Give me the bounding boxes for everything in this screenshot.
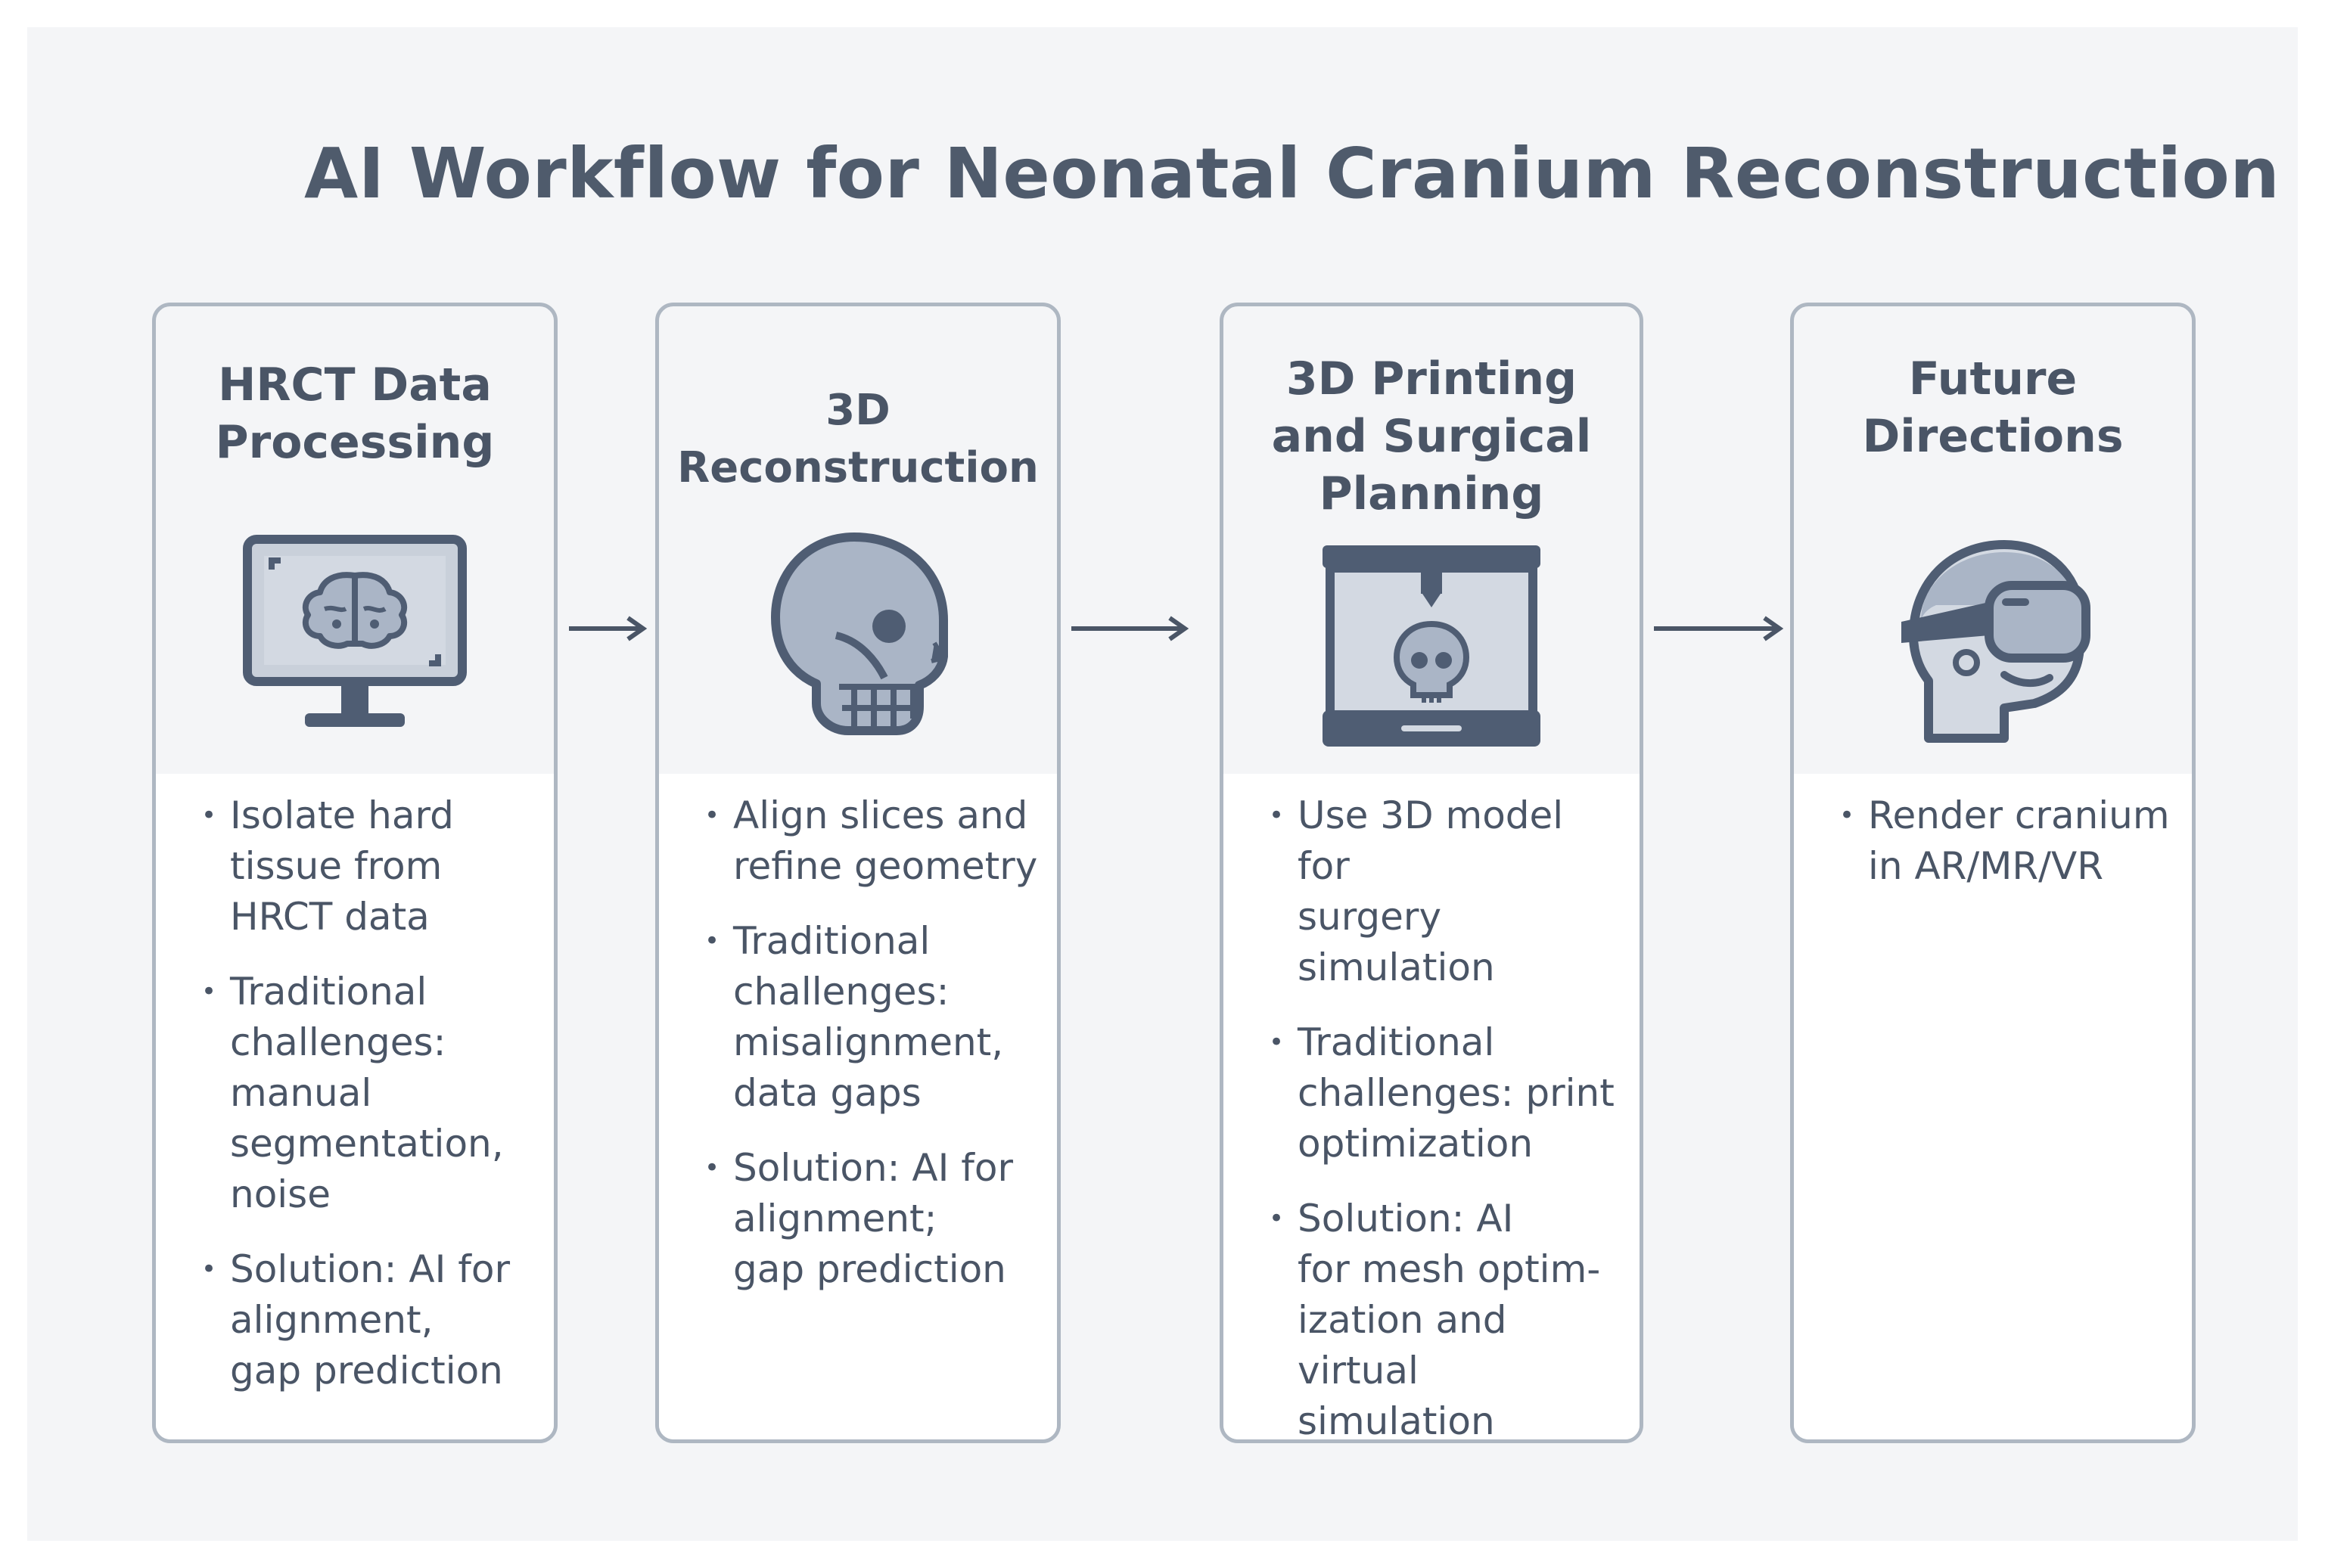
stage-bullets: Render cranium in AR/MR/VR xyxy=(1794,790,2192,916)
diagram-title: AI Workflow for Neonatal Cranium Reconst… xyxy=(304,133,2280,214)
bullet-item: Solution: AI for mesh optim- ization and… xyxy=(1269,1194,1624,1439)
monitor-brain-icon xyxy=(243,535,467,727)
bullet-item: Solution: AI for alignment; gap predicti… xyxy=(704,1143,1042,1295)
skull-icon xyxy=(771,532,948,735)
bullet-item: Traditional challenges: manual segmentat… xyxy=(201,967,539,1220)
stage-card-hrct: HRCT Data Processing Isolate xyxy=(152,303,558,1443)
stage-title: HRCT Data Processing xyxy=(215,359,495,469)
stage-title: Future Directions xyxy=(1862,352,2124,463)
stage-card-3d-reconstruction: 3D Reconstruction Align slices and refin… xyxy=(655,303,1061,1443)
stage-card-future-directions: Future Directions Render cranium in AR/M… xyxy=(1790,303,2196,1443)
bullet-item: Traditional challenges: print optimizati… xyxy=(1269,1017,1624,1169)
arrow-right-icon xyxy=(1654,616,1784,641)
stage-bullets: Align slices and refine geometry Traditi… xyxy=(659,790,1057,1319)
arrow-right-icon xyxy=(569,616,648,641)
bullet-item: Use 3D model for surgery simulation xyxy=(1269,790,1624,993)
bullet-item: Render cranium in AR/MR/VR xyxy=(1839,790,2177,892)
stage-title: 3D Reconstruction xyxy=(677,386,1039,492)
arrow-right-icon xyxy=(1071,616,1189,641)
vr-headset-icon xyxy=(1901,540,2090,743)
3d-printer-icon xyxy=(1323,545,1540,747)
stage-title: 3D Printing and Surgical Planning xyxy=(1271,352,1592,520)
bullet-item: Solution: AI for alignment, gap predicti… xyxy=(201,1244,539,1396)
bullet-item: Isolate hard tissue from HRCT data xyxy=(201,790,539,942)
bullet-item: Traditional challenges: misalignment, da… xyxy=(704,916,1042,1119)
stage-bullets: Use 3D model for surgery simulation Trad… xyxy=(1223,790,1640,1439)
stage-bullets: Isolate hard tissue from HRCT data Tradi… xyxy=(156,790,554,1421)
stage-card-3d-printing: 3D Printing and Surgical Planning Use 3D… xyxy=(1220,303,1643,1443)
diagram-canvas: AI Workflow for Neonatal Cranium Reconst… xyxy=(27,27,2298,1541)
bullet-item: Align slices and refine geometry xyxy=(704,790,1042,892)
